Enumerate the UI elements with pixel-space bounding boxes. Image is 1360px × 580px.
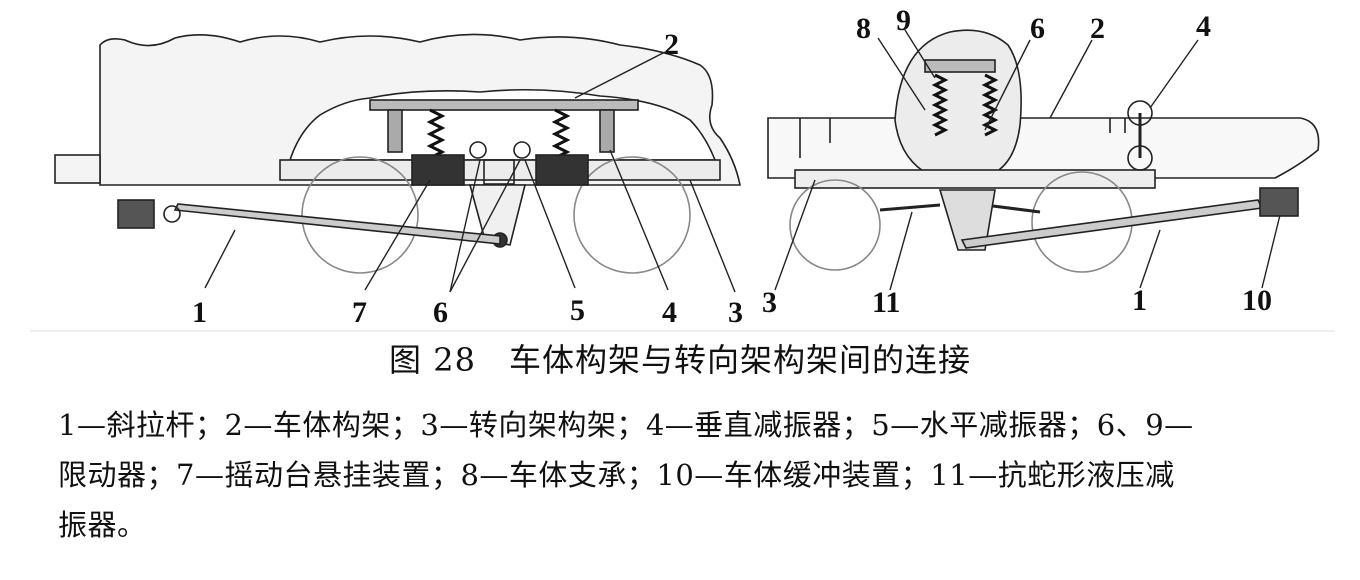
leader-lines-right — [774, 29, 1281, 291]
wheel-left-2 — [573, 156, 691, 274]
callout-6-right: 6 — [1030, 12, 1045, 45]
limiter-right — [513, 141, 531, 159]
callout-2-left: 2 — [664, 28, 679, 61]
limiter-left — [469, 141, 487, 159]
car-body-frame-right — [767, 117, 1320, 179]
callout-9: 9 — [896, 4, 911, 37]
left-buffer — [54, 154, 101, 184]
technical-drawing: 1 7 6 5 4 3 2 — [30, 4, 1335, 332]
top-plate — [369, 99, 639, 111]
callout-6-left: 6 — [433, 296, 448, 329]
right-side-view: 3 11 1 10 8 9 6 2 4 — [762, 4, 1320, 319]
callout-3-left: 3 — [728, 296, 743, 329]
figure-legend: 1—斜拉杆；2—车体构架；3—转向架构架；4—垂直减振器；5—水平减振器；6、9… — [58, 400, 1308, 550]
callout-5: 5 — [570, 294, 585, 327]
car-body-frame-left — [279, 159, 721, 181]
left-side-view: 1 7 6 5 4 3 2 — [54, 28, 743, 329]
callout-11: 11 — [872, 286, 900, 319]
legend-line: 振器。 — [58, 508, 147, 542]
wheel-left-1 — [301, 156, 419, 274]
callout-4-right: 4 — [1196, 10, 1211, 43]
bogie-frame-right — [794, 169, 1156, 189]
callout-8: 8 — [856, 12, 871, 45]
callout-2-right: 2 — [1090, 12, 1105, 45]
leader-lines-left — [204, 51, 736, 293]
buffer-device — [1259, 187, 1299, 217]
legend-line: 1—斜拉杆；2—车体构架；3—转向架构架；4—垂直减振器；5—水平减振器；6、9… — [58, 408, 1194, 442]
anti-hunting-damper-left — [879, 203, 941, 212]
callout-1-right: 1 — [1132, 284, 1147, 317]
legend-line: 限动器；7—摇动台悬挂装置；8—车体支承；10—车体缓冲装置；11—抗蛇形液压减 — [58, 458, 1175, 492]
callout-1-left: 1 — [192, 296, 207, 329]
anti-hunting-damper-right — [984, 203, 1041, 214]
wheel-right-1 — [789, 179, 881, 271]
frame-brackets — [799, 118, 1126, 158]
cutaway-oval — [894, 29, 1022, 176]
callout-3-right: 3 — [762, 286, 777, 319]
tie-rod-eye-left — [163, 205, 181, 223]
spring-set — [426, 108, 571, 160]
callout-4-left: 4 — [662, 296, 677, 329]
diagonal-tie-rod-left — [173, 203, 501, 245]
callout-7: 7 — [352, 296, 367, 329]
center-pendant — [938, 189, 996, 251]
spring-set-right — [931, 73, 999, 137]
bolster-block-right — [535, 154, 589, 186]
support-frame — [924, 59, 996, 73]
vertical-damper-left — [387, 109, 403, 153]
callout-10: 10 — [1242, 284, 1272, 317]
bolster-block-left — [411, 154, 465, 186]
vertical-damper-right — [599, 109, 615, 153]
tie-rod-end-left — [117, 199, 155, 229]
figure-caption: 图 28 车体构架与转向架构架间的连接 — [389, 341, 971, 379]
